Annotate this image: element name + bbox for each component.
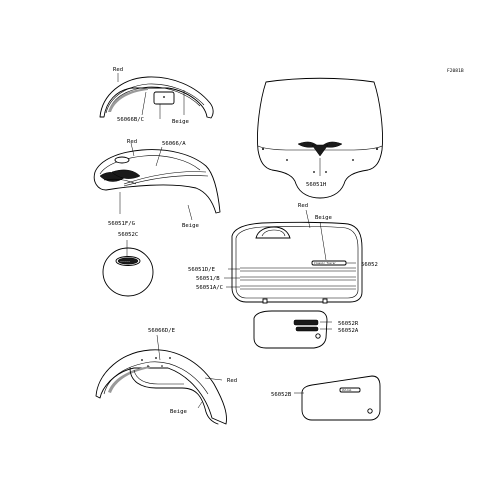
- rear-fender-red-label: Red: [227, 378, 237, 384]
- saddlebag-stripe-1-label: 56051D/E: [188, 267, 216, 273]
- svg-text:~~~~~: ~~~~~: [120, 260, 130, 264]
- tank-red-label: Red: [127, 139, 137, 145]
- side-cover-a-label: 56052A: [338, 328, 359, 334]
- svg-text:Classic Tourer: Classic Tourer: [314, 261, 336, 265]
- windshield-part-label: 56051H: [306, 182, 326, 188]
- rear-fender-beige-label: Beige: [170, 409, 187, 415]
- saddlebag-red-label: Red: [298, 203, 308, 209]
- tank-emblem: ~~~~~: [102, 240, 154, 297]
- saddlebag: Classic Tourer: [224, 209, 363, 304]
- saddlebag-stripe-3-label: 56051A/C: [196, 285, 223, 291]
- emblem-part-label: 56052C: [118, 232, 138, 238]
- windshield: [257, 77, 383, 199]
- tank-beige-label: Beige: [182, 223, 199, 229]
- side-cover-lower: Vulcan: [294, 375, 381, 421]
- front-fender: [99, 73, 214, 119]
- front-fender-part-label: 56066B/C: [117, 117, 144, 123]
- side-cover-b-label: 56052B: [271, 392, 292, 398]
- figure-ref: F2081B: [447, 68, 464, 74]
- svg-text:Vulcan: Vulcan: [342, 388, 352, 392]
- saddlebag-emblem-label: 56052: [361, 262, 378, 268]
- rear-fender-part-label: 56066D/E: [148, 328, 176, 334]
- saddlebag-beige-label: Beige: [315, 215, 332, 221]
- rear-fender: [95, 334, 227, 425]
- fuel-tank: [93, 142, 221, 221]
- side-cover-upper: [253, 310, 332, 349]
- front-fender-beige-label: Beige: [172, 119, 189, 125]
- tank-part-top-label: 56066/A: [162, 141, 186, 147]
- saddlebag-stripe-2-label: 56051/B: [196, 276, 220, 282]
- tank-part-bottom-label: 56051F/G: [108, 221, 136, 227]
- side-cover-r-label: 56052R: [338, 321, 359, 327]
- front-fender-red-label: Red: [113, 67, 123, 73]
